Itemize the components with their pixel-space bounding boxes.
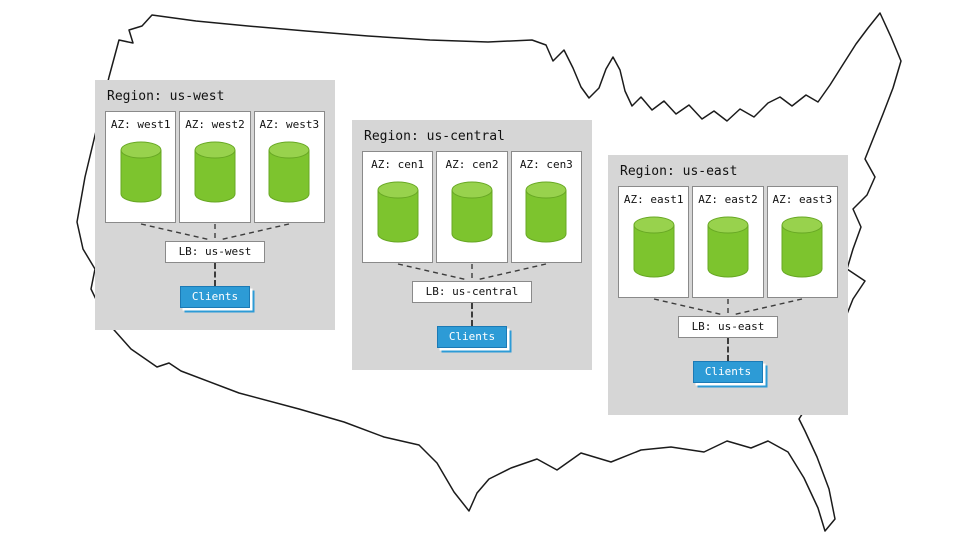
region-title: Region: us-central — [364, 129, 505, 144]
lb-to-clients-connector — [214, 263, 216, 286]
clients-node: Clients — [436, 326, 508, 348]
database-cylinder-icon — [451, 181, 493, 243]
region-title: Region: us-east — [620, 164, 738, 179]
clients-node: Clients — [179, 286, 251, 308]
database-cylinder-icon — [525, 181, 567, 243]
az-box: AZ: west1 — [105, 111, 177, 223]
lb-to-clients-connector — [471, 303, 473, 326]
database-cylinder-icon — [268, 141, 310, 203]
load-balancer-node: LB: us-east — [677, 316, 779, 338]
load-balancer-node: LB: us-west — [164, 241, 266, 263]
region-us-west: Region: us-west AZ: west1 AZ: west2 AZ: … — [95, 80, 335, 330]
az-label: AZ: cen3 — [519, 158, 573, 171]
az-label: AZ: cen2 — [445, 158, 499, 171]
database-cylinder-icon — [781, 216, 823, 278]
az-label: AZ: east2 — [698, 193, 758, 206]
az-box: AZ: cen2 — [436, 151, 508, 263]
clients-node: Clients — [692, 361, 764, 383]
az-label: AZ: west1 — [110, 118, 171, 131]
region-title: Region: us-west — [107, 89, 225, 104]
az-row: AZ: east1 AZ: east2 AZ: east3 — [618, 186, 838, 298]
az-box: AZ: west3 — [253, 111, 325, 223]
database-cylinder-icon — [707, 216, 749, 278]
az-to-lb-connectors — [140, 223, 290, 241]
az-box: AZ: cen3 — [510, 151, 582, 263]
database-cylinder-icon — [120, 141, 162, 203]
az-box: AZ: cen1 — [362, 151, 434, 263]
az-box: AZ: east2 — [692, 186, 764, 298]
region-us-east: Region: us-east AZ: east1 AZ: east2 AZ: … — [608, 155, 848, 415]
az-to-lb-connectors — [397, 263, 547, 281]
database-cylinder-icon — [377, 181, 419, 243]
az-row: AZ: cen1 AZ: cen2 AZ: cen3 — [362, 151, 582, 263]
az-box: AZ: east3 — [766, 186, 838, 298]
az-label: AZ: east1 — [623, 193, 684, 206]
az-row: AZ: west1 AZ: west2 AZ: west3 — [105, 111, 325, 223]
load-balancer-node: LB: us-central — [411, 281, 533, 303]
az-box: AZ: west2 — [179, 111, 251, 223]
lb-to-clients-connector — [727, 338, 729, 361]
az-to-lb-connectors — [653, 298, 803, 316]
region-us-central: Region: us-central AZ: cen1 AZ: cen2 AZ:… — [352, 120, 592, 370]
az-label: AZ: west2 — [185, 118, 245, 131]
az-label: AZ: west3 — [259, 118, 320, 131]
az-box: AZ: east1 — [618, 186, 690, 298]
az-label: AZ: cen1 — [371, 158, 425, 171]
database-cylinder-icon — [633, 216, 675, 278]
az-label: AZ: east3 — [772, 193, 833, 206]
database-cylinder-icon — [194, 141, 236, 203]
